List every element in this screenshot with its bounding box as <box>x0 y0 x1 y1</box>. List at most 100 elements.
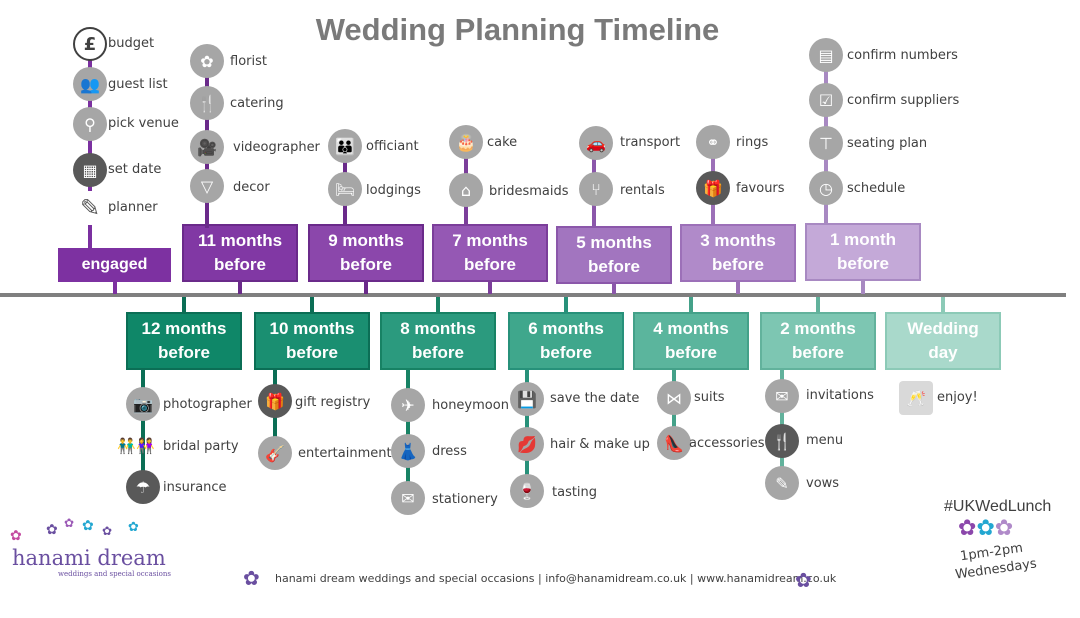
task-label: seating plan <box>847 136 928 151</box>
stage-label: Wedding day <box>907 319 979 362</box>
bridal-party-icon: 👬👭 <box>117 437 155 455</box>
stage-label: 10 months before <box>269 319 355 362</box>
task-label: confirm suppliers <box>847 93 960 108</box>
logo-name: hanami dream <box>12 546 166 570</box>
task-label: videographer <box>233 140 320 155</box>
timeline-axis <box>0 293 1066 297</box>
notepad-icon: ✎ <box>73 191 107 225</box>
task-label: cake <box>487 135 518 150</box>
task-label: confirm numbers <box>847 48 958 63</box>
task-connector <box>141 370 145 488</box>
task-label: accessories <box>689 436 765 451</box>
flowers-icon: ✿ <box>190 44 224 78</box>
task-label: enjoy! <box>937 390 978 405</box>
stage-10-months: 10 months before <box>254 312 370 370</box>
task-label: vows <box>806 476 840 491</box>
calculator-icon: ▤ <box>809 38 843 72</box>
task-label: guest list <box>108 77 168 92</box>
task-label: menu <box>806 433 844 448</box>
stage-connector <box>736 282 740 294</box>
rings-icon: ⚭ <box>696 125 730 159</box>
pen-icon: ✎ <box>765 466 799 500</box>
stage-label: 8 months before <box>400 319 476 362</box>
stage-label: 1 month before <box>829 230 897 273</box>
stage-connector <box>564 297 568 312</box>
cutlery-icon: 🍴 <box>190 86 224 120</box>
stage-label: 12 months before <box>141 319 227 362</box>
stage-label: 6 months before <box>528 319 604 362</box>
task-label: lodgings <box>366 183 421 198</box>
envelope-icon: ✉ <box>765 379 799 413</box>
heel-shoe-icon: 👠 <box>657 426 691 460</box>
schedule-icon: ◷ <box>809 171 843 205</box>
stage-connector <box>112 282 117 294</box>
stage-connector <box>364 282 368 294</box>
stage-2-months: 2 months before <box>760 312 876 370</box>
task-label: dress <box>432 444 467 459</box>
task-label: rentals <box>620 183 665 198</box>
stage-label: 11 months before <box>197 231 283 274</box>
flower-icon: ✿ <box>243 566 260 590</box>
hashtag: #UKWedLunch <box>944 498 1052 515</box>
task-label: planner <box>108 200 158 215</box>
hashtag-flowers-icon: ✿✿✿ <box>958 516 1014 541</box>
task-label: transport <box>620 135 681 150</box>
people-icon: 👥 <box>73 67 107 101</box>
task-label: insurance <box>163 480 227 495</box>
stage-label: 5 months before <box>576 233 652 276</box>
task-connector <box>406 370 410 494</box>
cutlery-icon: 🍴 <box>765 424 799 458</box>
map-pin-icon: ⚲ <box>73 107 107 141</box>
stage-connector <box>310 297 314 312</box>
stage-connector <box>238 282 242 294</box>
hanger-icon: ⌂ <box>449 173 483 207</box>
stage-9-months: 9 months before <box>308 224 424 282</box>
task-label: stationery <box>432 492 498 507</box>
task-label: set date <box>108 162 162 177</box>
task-label: honeymoon <box>432 398 509 413</box>
floppy-disk-icon: 💾 <box>510 382 544 416</box>
envelope-icon: ✉ <box>391 481 425 515</box>
cake-icon: 🎂 <box>449 125 483 159</box>
task-label: catering <box>230 96 284 111</box>
lips-icon: 💋 <box>510 427 544 461</box>
bow-tie-icon: ⋈ <box>657 381 691 415</box>
task-label: officiant <box>366 139 419 154</box>
stage-6-months: 6 months before <box>508 312 624 370</box>
calendar-icon: ▦ <box>73 153 107 187</box>
logo-blossom-icon: ✿ ✿ ✿ ✿ ✿ ✿ <box>10 516 139 544</box>
task-label: invitations <box>806 388 874 403</box>
task-label: tasting <box>552 485 598 500</box>
stage-connector <box>941 297 945 312</box>
task-label: save the date <box>550 391 640 406</box>
stage-11-months: 11 months before <box>182 224 298 282</box>
task-label: favours <box>736 181 785 196</box>
guitar-icon: 🎸 <box>258 436 292 470</box>
task-label: decor <box>233 180 270 195</box>
stage-label: engaged <box>81 256 148 273</box>
car-icon: 🚗 <box>579 126 613 160</box>
flower-icon: ✿ <box>795 568 812 592</box>
task-label: gift registry <box>295 395 371 410</box>
task-label: hair & make up <box>550 437 650 452</box>
page-title: Wedding Planning Timeline <box>315 12 720 47</box>
stage-connector <box>861 281 865 294</box>
stage-label: 7 months before <box>452 231 528 274</box>
task-label: entertainment <box>298 446 392 461</box>
dress-icon: 👗 <box>391 434 425 468</box>
stage-connector <box>488 282 492 294</box>
plane-icon: ✈ <box>391 388 425 422</box>
clipboard-icon: ☑ <box>809 83 843 117</box>
gift-icon: 🎁 <box>696 171 730 205</box>
bed-icon: 🛏 <box>328 172 362 206</box>
stage-connector <box>182 297 186 312</box>
wine-glass-icon: 🍷 <box>510 474 544 508</box>
stage-label: 3 months before <box>700 231 776 274</box>
task-label: pick venue <box>108 116 179 131</box>
stage-label: 4 months before <box>653 319 729 362</box>
stage-1-month: 1 month before <box>805 223 921 281</box>
couple-icon: 👪 <box>328 129 362 163</box>
video-camera-icon: 🎥 <box>190 130 224 164</box>
bunting-icon: ▽ <box>190 169 224 203</box>
stage-connector <box>612 284 616 294</box>
